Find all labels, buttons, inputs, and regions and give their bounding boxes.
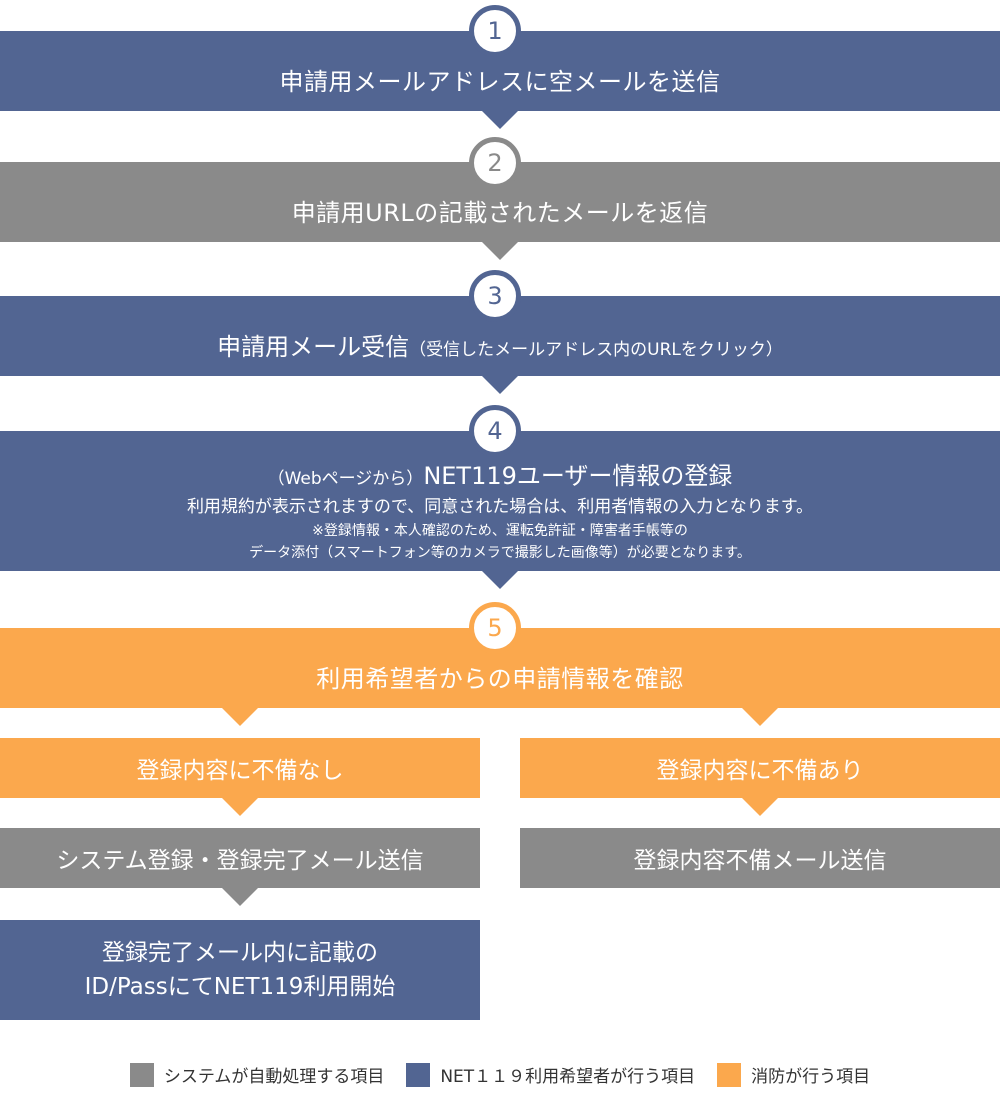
step-2-number: 2 <box>469 137 521 189</box>
step-4-note-line2: データ添付（スマートフォン等のカメラで撮影した画像等）が必要となります。 <box>249 544 751 561</box>
legend: システムが自動処理する項目 NET１１９利用希望者が行う項目 消防が行う項目 <box>0 1062 1000 1087</box>
step-4-title: NET119ユーザー情報の登録 <box>423 461 733 490</box>
step-1-number: 1 <box>469 5 521 57</box>
legend-swatch-blue <box>406 1062 431 1087</box>
legend-label-system: システムが自動処理する項目 <box>163 1067 385 1087</box>
step-1-title: 申請用メールアドレスに空メールを送信 <box>279 67 721 96</box>
step-5-title: 利用希望者からの申請情報を確認 <box>316 664 684 693</box>
branch-ok-box: 登録内容に不備なし <box>0 738 480 798</box>
legend-item-system: システムが自動処理する項目 <box>129 1062 385 1087</box>
step-4-note-line1: ※登録情報・本人確認のため、運転免許証・障害者手帳等の <box>312 522 688 539</box>
legend-item-fire-dept: 消防が行う項目 <box>717 1062 870 1087</box>
step-5-number: 5 <box>469 602 521 654</box>
step-4-description: 利用規約が表示されますので、同意された場合は、利用者情報の入力となります。 <box>186 496 814 517</box>
arrow-down-icon <box>222 708 258 726</box>
final-step-line1: 登録完了メール内に記載の <box>102 940 378 966</box>
branch-ng-box: 登録内容に不備あり <box>520 738 1000 798</box>
arrow-down-icon <box>482 571 518 589</box>
arrow-down-icon <box>482 242 518 260</box>
final-step-box: 登録完了メール内に記載の ID/PassにてNET119利用開始 <box>0 920 480 1020</box>
ng-action-label: 登録内容不備メール送信 <box>633 848 887 874</box>
legend-swatch-orange <box>717 1062 742 1087</box>
legend-label-user: NET１１９利用希望者が行う項目 <box>440 1067 696 1087</box>
step-4-number: 4 <box>469 405 521 457</box>
arrow-down-icon <box>742 708 778 726</box>
step-3-note: （受信したメールアドレス内のURLをクリック） <box>409 339 783 360</box>
step-3-title: 申請用メール受信 <box>217 332 410 361</box>
branch-ok-label: 登録内容に不備なし <box>136 758 344 784</box>
legend-item-user: NET１１９利用希望者が行う項目 <box>406 1062 695 1087</box>
ok-action-label: システム登録・登録完了メール送信 <box>56 848 424 874</box>
arrow-down-icon <box>742 798 778 816</box>
legend-label-fire-dept: 消防が行う項目 <box>751 1067 871 1087</box>
step-2-title: 申請用URLの記載されたメールを返信 <box>291 198 709 227</box>
step-2-bar: 申請用URLの記載されたメールを返信 <box>0 162 1000 242</box>
arrow-down-icon <box>482 111 518 129</box>
final-step-line2: ID/PassにてNET119利用開始 <box>84 974 396 1000</box>
step-4-prefix: （Webページから） <box>267 468 424 489</box>
legend-swatch-gray <box>129 1062 154 1087</box>
ok-action-box: システム登録・登録完了メール送信 <box>0 828 480 888</box>
arrow-down-icon <box>222 888 258 906</box>
arrow-down-icon <box>482 376 518 394</box>
arrow-down-icon <box>222 798 258 816</box>
step-3-number: 3 <box>469 270 521 322</box>
branch-ng-label: 登録内容に不備あり <box>656 758 864 784</box>
ng-action-box: 登録内容不備メール送信 <box>520 828 1000 888</box>
step-4-bar: （Webページから）NET119ユーザー情報の登録 利用規約が表示されますので、… <box>0 431 1000 571</box>
